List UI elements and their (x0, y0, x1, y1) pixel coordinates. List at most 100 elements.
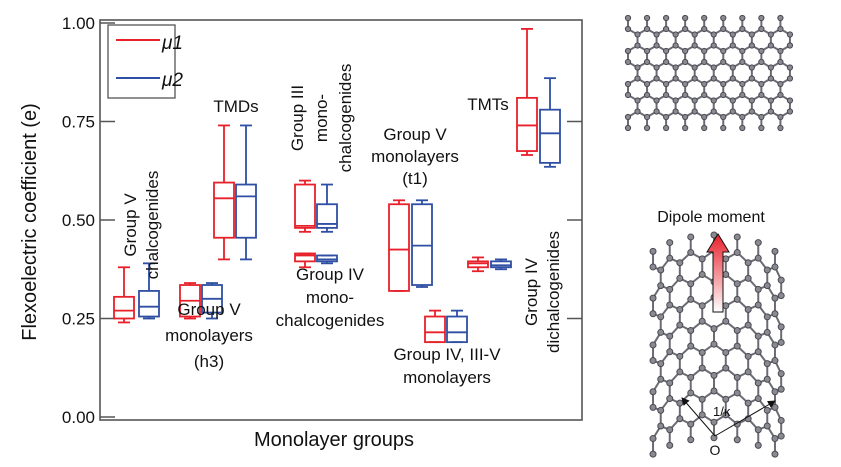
atom (624, 47, 632, 55)
atom (657, 422, 665, 430)
atom (777, 124, 784, 132)
group-label: monolayers (371, 147, 459, 166)
atom (710, 418, 718, 426)
atom (691, 75, 698, 82)
atom (676, 259, 684, 267)
atom (777, 276, 785, 284)
atom (722, 348, 730, 356)
atom (666, 395, 674, 403)
atom (754, 332, 762, 340)
atom (653, 64, 660, 71)
atom (754, 239, 762, 247)
box-mu1 (424, 309, 446, 344)
atom (634, 108, 641, 115)
atom (624, 113, 632, 121)
box-mu2 (411, 199, 433, 288)
box-iqr (294, 252, 316, 263)
y-tick-label: 0.00 (62, 408, 95, 427)
atom (758, 47, 765, 55)
atom (739, 124, 746, 132)
atom (777, 323, 785, 331)
atom (771, 450, 779, 458)
atom (676, 321, 684, 329)
atom (720, 91, 727, 99)
box-iqr (446, 315, 468, 344)
atom (733, 373, 741, 381)
atom (710, 371, 718, 379)
box-mu2 (201, 282, 223, 320)
atom (682, 25, 689, 33)
atom (653, 31, 660, 38)
box-iqr (316, 203, 338, 229)
atom (777, 25, 784, 33)
atom (763, 282, 771, 290)
atom (733, 280, 741, 288)
atom (710, 340, 718, 348)
origin-label: O (710, 442, 721, 458)
box-iqr (316, 254, 338, 263)
atom (676, 368, 684, 376)
group-label: mono- (312, 94, 331, 142)
group-label: (h3) (194, 352, 224, 371)
atom (624, 25, 632, 33)
atom (634, 97, 641, 104)
atom (739, 80, 746, 88)
atom (771, 403, 779, 411)
atom (777, 385, 785, 393)
group-label: Group IV, III-V (393, 345, 501, 364)
box-mu2 (235, 124, 257, 261)
atom (710, 64, 717, 71)
group-label: Group IV (522, 257, 541, 326)
atom (733, 389, 741, 397)
atom (729, 97, 736, 104)
curvature-radius-right (714, 400, 776, 437)
box-mu1 (516, 28, 538, 156)
atom (624, 80, 632, 88)
atom (722, 270, 730, 278)
y-tick-label: 0.50 (62, 211, 95, 230)
group-label: chalcogenides (276, 311, 385, 330)
atom (754, 441, 762, 449)
atom (777, 91, 784, 99)
atom (720, 113, 727, 121)
atom (649, 263, 657, 271)
atom (767, 108, 774, 115)
atom (786, 31, 794, 38)
box-iqr (213, 181, 235, 239)
group-2: TMDs (213, 97, 259, 261)
box-mu1 (467, 256, 489, 273)
atom (786, 42, 794, 49)
atom (771, 435, 779, 443)
atom (754, 254, 762, 262)
atom (698, 317, 706, 325)
atom (733, 233, 741, 241)
atom (744, 321, 752, 329)
atom (687, 327, 695, 335)
atom (733, 436, 741, 444)
atom (649, 388, 657, 396)
atom (691, 97, 698, 104)
atom (657, 375, 665, 383)
atom (748, 64, 755, 71)
atom (666, 254, 674, 262)
atom (767, 31, 774, 38)
atom (710, 108, 717, 115)
atom (687, 420, 695, 428)
atom (666, 301, 674, 309)
legend-label-mu1: μ1 (161, 33, 183, 54)
atom (698, 411, 706, 419)
atom (720, 14, 727, 22)
box-iqr (411, 203, 433, 286)
atom (763, 313, 771, 321)
atom (754, 285, 762, 293)
atom (767, 75, 774, 82)
atom (720, 25, 727, 33)
atom (643, 25, 651, 33)
box-mu1 (388, 199, 410, 292)
atom (744, 368, 752, 376)
atom (687, 249, 695, 257)
atom (701, 58, 708, 66)
flat-lattice-illustration (624, 14, 794, 132)
